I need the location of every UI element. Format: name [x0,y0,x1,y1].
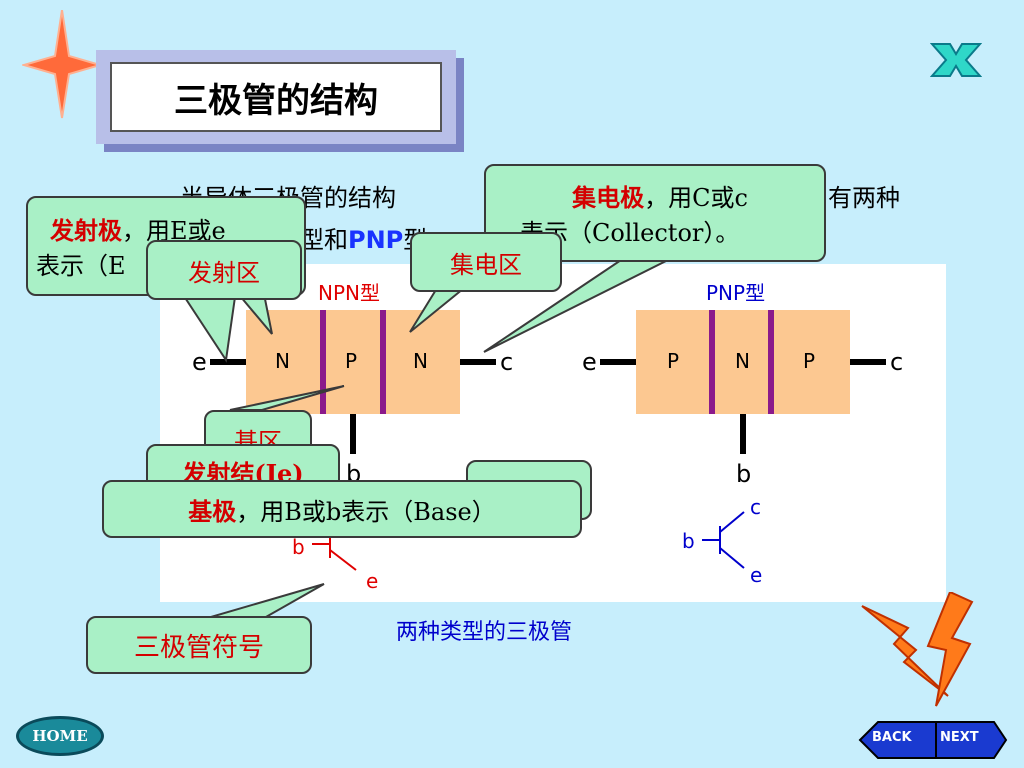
pnp-c: c [890,348,903,376]
title-frame: 三极管的结构 [96,50,456,144]
emitter-desc-2: 表示（E [36,252,126,280]
lightning-icon [861,592,974,707]
npn-region-1: N [275,349,290,373]
nav-arrows [858,721,1008,759]
npn-region-2: P [345,349,357,373]
callout-symbol: 三极管符号 [86,616,312,674]
base-term: 基极 [188,496,237,526]
pnp-region-1: P [667,349,679,373]
intro-pnp: PNP [348,226,404,254]
callout-base: 基极，用B或b表示（Base） [102,480,582,538]
npn-symbol-b: b [292,535,305,559]
callout-emitter-region: 发射区 [146,240,302,300]
pnp-body [636,310,850,414]
diagram-caption: 两种类型的三极管 [396,620,573,645]
collector-term: 集电极 [572,183,645,212]
intro-text-2: 型和 [300,226,348,254]
intro-line-1-end: 有两种 [828,184,900,212]
transistor-diagram: NPN型 N P N e c b b e PNP型 P N P e c b b … [192,281,903,593]
npn-symbol-e: e [366,569,378,593]
home-button[interactable]: HOME [16,716,104,756]
back-button[interactable]: BACK [872,730,912,745]
base-desc: ，用B或b表示（Base） [236,497,496,526]
next-button[interactable]: NEXT [940,730,979,745]
pnp-symbol-b: b [682,529,695,553]
pnp-region-3: P [803,349,815,373]
collector-desc: ，用C或c [644,184,748,212]
npn-c: c [500,348,513,376]
home-label: HOME [32,727,88,745]
pnp-symbol-c: c [750,495,761,519]
exit-icon[interactable] [930,40,982,80]
pnp-junction-right [768,310,774,414]
pnp-junction-left [709,310,715,414]
npn-body [246,310,460,414]
pnp-symbol [702,511,745,569]
npn-region-3: N [413,349,428,373]
pnp-region-2: N [735,349,750,373]
callout-collector-region: 集电区 [410,232,562,292]
emitter-term: 发射极 [50,216,122,245]
pnp-symbol-e: e [750,563,762,587]
star-sparkle-icon [22,10,102,119]
npn-e: e [192,348,207,376]
pnp-e: e [582,348,597,376]
pnp-label: PNP型 [706,281,765,305]
npn-junction-right [380,310,386,414]
page-title: 三极管的结构 [110,62,442,132]
npn-junction-left [320,310,326,414]
npn-label: NPN型 [318,281,380,305]
pnp-b: b [736,460,751,488]
